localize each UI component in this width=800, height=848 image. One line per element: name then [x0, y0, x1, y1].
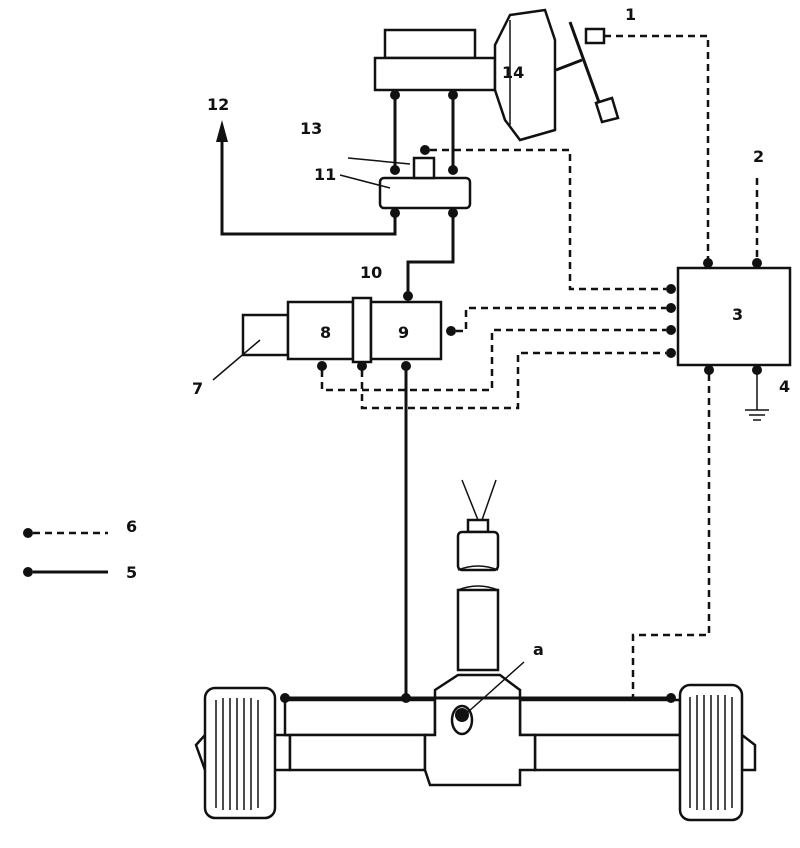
hydraulic-lines-upper — [390, 90, 458, 175]
brake-pedal — [555, 21, 620, 124]
drive-shaft — [456, 479, 500, 672]
brake-pedal-switch — [584, 27, 606, 45]
label-8: 8 — [320, 323, 331, 342]
hydraulic-line-10 — [403, 208, 458, 301]
label-12: 12 — [207, 95, 229, 114]
label-2: 2 — [753, 147, 764, 166]
brake-booster-master-cylinder — [373, 8, 557, 142]
left-wheel — [203, 686, 277, 820]
abs-modulator-unit — [241, 296, 443, 364]
label-1: 1 — [625, 5, 636, 24]
label-13: 13 — [300, 119, 322, 138]
axle-brake-line — [280, 693, 676, 703]
label-11: 11 — [314, 165, 336, 184]
ground-symbol — [745, 374, 769, 421]
pressure-valve-block — [378, 145, 472, 210]
control-unit-connectors — [666, 258, 762, 375]
label-10: 10 — [360, 263, 382, 282]
rear-axle — [194, 673, 757, 787]
label-6: 6 — [126, 517, 137, 536]
label-14: 14 — [502, 63, 524, 82]
right-wheel — [678, 683, 744, 822]
electrical-wires — [320, 34, 759, 716]
label-5: 5 — [126, 563, 137, 582]
legend — [23, 528, 108, 577]
label-4: 4 — [779, 377, 790, 396]
control-unit — [676, 266, 792, 367]
line-to-12 — [216, 120, 400, 236]
leader-lines — [212, 157, 525, 713]
label-7: 7 — [192, 379, 203, 398]
label-9: 9 — [398, 323, 409, 342]
label-a: a — [533, 640, 544, 659]
label-3: 3 — [732, 305, 743, 324]
